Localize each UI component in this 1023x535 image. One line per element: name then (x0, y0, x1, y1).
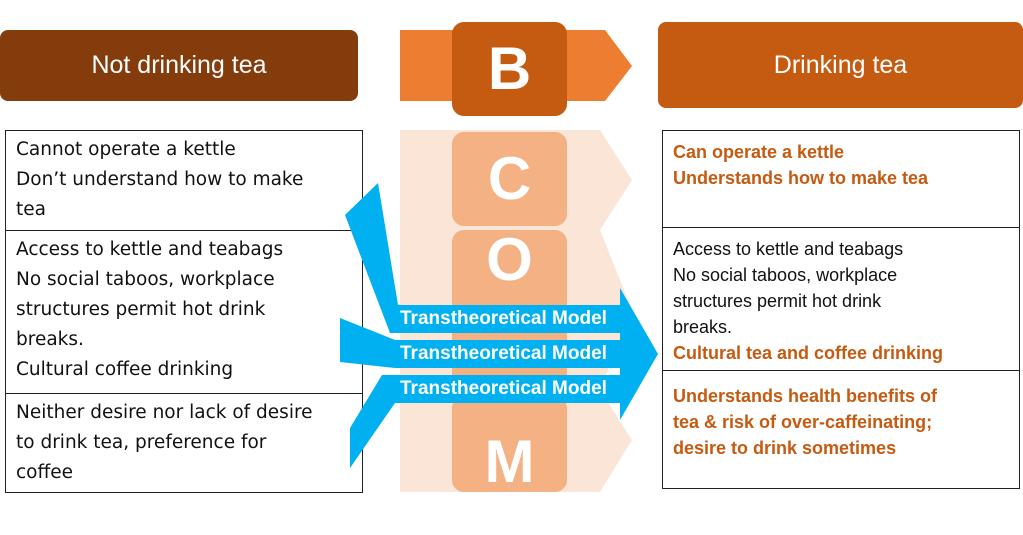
text-line: Don’t understand how to make (16, 169, 304, 190)
arrow-head (620, 288, 658, 420)
arrow-label-motivation: Transtheoretical Model (400, 378, 607, 399)
letter-c-text: C (487, 145, 532, 212)
letter-m: M (452, 396, 567, 492)
text-line: breaks. (16, 329, 84, 350)
text-line: desire to drink sometimes (673, 438, 897, 458)
text-line: Access to kettle and teabags (16, 239, 284, 260)
letter-b: B (452, 22, 567, 116)
text-line: Understands how to make tea (673, 168, 929, 188)
right-cell-motivation: Understands health benefits of tea & ris… (662, 370, 1020, 489)
text-line: to drink tea, preference for (16, 432, 267, 453)
header-label: Not drinking tea (91, 51, 267, 79)
header-label: Drinking tea (773, 50, 908, 79)
text-line: Cultural coffee drinking (16, 359, 234, 380)
arrow-label-capability: Transtheoretical Model (400, 308, 607, 329)
right-cell-capability: Can operate a kettle Understands how to … (662, 130, 1020, 228)
letter-o-text: O (486, 226, 533, 293)
text-line: Access to kettle and teabags (673, 239, 904, 259)
text-line: Can operate a kettle (673, 142, 845, 162)
text-line: No social taboos, workplace (673, 265, 898, 285)
drinking-tea-header: Drinking tea (658, 22, 1023, 108)
text-line: Cannot operate a kettle (16, 139, 236, 160)
text-line: Cultural tea and coffee drinking (673, 343, 944, 363)
text-line: breaks. (673, 317, 733, 337)
letter-b-text: B (487, 35, 532, 102)
arrow-shaft-opportunity (340, 318, 622, 368)
text-line: Understands health benefits of (673, 386, 938, 406)
letter-c: C (452, 132, 567, 226)
text-line: Neither desire nor lack of desire (16, 402, 313, 423)
left-cell-motivation: Neither desire nor lack of desire to dri… (5, 393, 363, 493)
left-cell-capability: Cannot operate a kettle Don’t understand… (5, 130, 363, 231)
right-cell-opportunity: Access to kettle and teabags No social t… (662, 227, 1020, 371)
letter-m-text: M (484, 428, 535, 495)
text-line: tea & risk of over-caffeinating; (673, 412, 933, 432)
arrow-shaft-capability (345, 183, 622, 333)
text-line: structures permit hot drink (673, 291, 882, 311)
arrow-shaft-motivation (350, 375, 622, 468)
arrow-label-opportunity: Transtheoretical Model (400, 343, 607, 364)
text-line: tea (16, 199, 46, 220)
text-line: No social taboos, workplace (16, 269, 275, 290)
left-cell-opportunity: Access to kettle and teabags No social t… (5, 230, 363, 394)
text-line: coffee (16, 462, 73, 483)
not-drinking-tea-header: Not drinking tea (0, 30, 358, 101)
text-line: structures permit hot drink (16, 299, 266, 320)
